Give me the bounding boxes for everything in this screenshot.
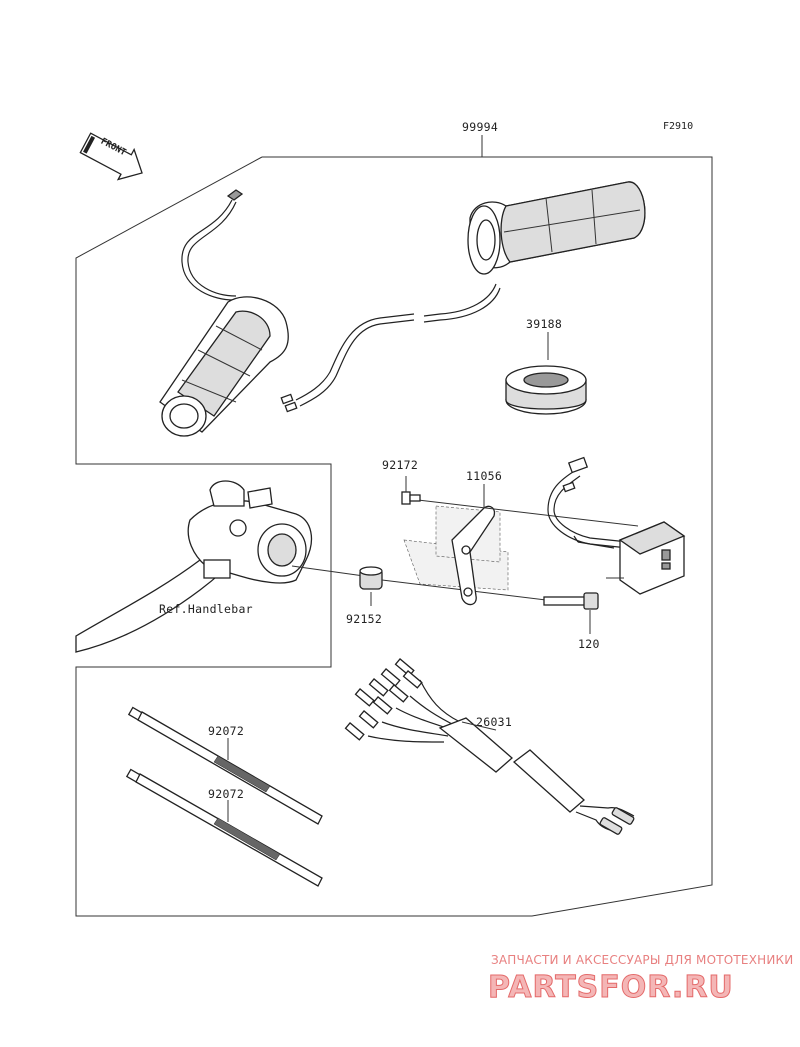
part-number-26031: 26031	[476, 715, 512, 729]
figure-code: F2910	[663, 121, 693, 132]
part-number-99994: 99994	[462, 120, 498, 134]
part-number-92072-b: 92072	[208, 787, 244, 801]
handlebar-reference	[75, 480, 365, 653]
tie-band-1-92072	[127, 706, 323, 825]
part-number-39188: 39188	[526, 317, 562, 331]
controller-switch-unit	[547, 456, 686, 595]
part-number-120: 120	[578, 637, 600, 651]
spacer-ring-39188	[505, 332, 587, 415]
assembly-outline	[75, 135, 713, 917]
part-number-92072-a: 92072	[208, 724, 244, 738]
wire-harness-26031	[344, 658, 635, 835]
collar-92152	[359, 566, 547, 606]
reference-label: Ref.Handlebar	[159, 602, 253, 616]
right-grip-heater	[467, 181, 646, 275]
bracket-11056	[403, 484, 639, 606]
bolt-120	[543, 592, 599, 634]
part-number-92172: 92172	[382, 458, 418, 472]
bolt-92172	[401, 476, 421, 505]
harness-connectors	[344, 658, 423, 741]
tie-band-2-92072	[125, 768, 323, 887]
watermark-tagline: ЗАПЧАСТИ И АКСЕССУАРЫ ДЛЯ МОТОТЕХНИКИ	[491, 953, 793, 967]
watermark-logo: PARTSFOR.RU	[488, 970, 734, 1005]
grip-wiring	[280, 283, 501, 413]
part-number-11056: 11056	[466, 469, 502, 483]
front-arrow-icon: FRONT	[79, 132, 143, 181]
part-number-92152: 92152	[346, 612, 382, 626]
left-grip-heater	[159, 189, 289, 437]
